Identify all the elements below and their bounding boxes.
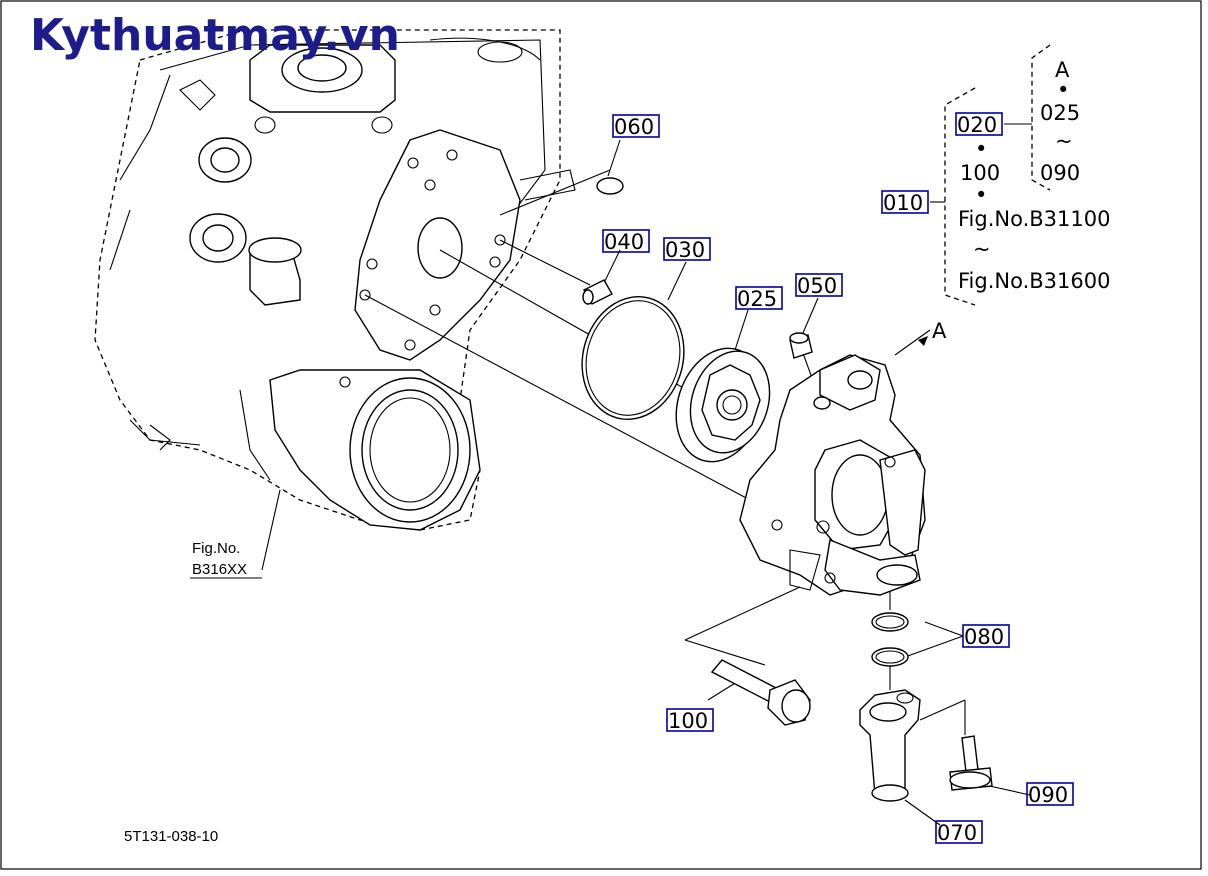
callout-box-060 [612,114,660,138]
callout-box-020 [955,112,1003,136]
callout-020[interactable]: 020 [957,113,997,137]
figure-ref-line2: B316XX [192,561,247,578]
legend-100: 100 [960,161,1000,185]
legend-top-a: A [1055,58,1070,82]
callout-050[interactable]: 050 [797,274,837,298]
callout-box-070 [935,820,983,844]
legend-tilde-2: ~ [973,237,991,261]
part-040-pin [582,279,613,305]
legend-090: 090 [1040,161,1080,185]
callout-025[interactable]: 025 [737,287,777,311]
figure-ref-line1: Fig.No. [192,540,240,557]
callout-090[interactable]: 090 [1028,783,1068,807]
legend-dot-1: • [1057,78,1069,102]
callout-box-010 [881,190,929,214]
callout-080[interactable]: 080 [964,625,1004,649]
callout-box-090 [1026,782,1074,806]
legend-fig-end: Fig.No.B31600 [958,269,1110,293]
callout-010[interactable]: 010 [883,191,923,215]
legend-025: 025 [1040,101,1080,125]
callout-box-040 [602,229,650,253]
part-025-rotor [675,347,771,463]
callout-box-080 [962,624,1010,648]
callout-100[interactable]: 100 [668,709,708,733]
part-010-pump-body [739,354,926,596]
legend-dot-2: • [975,137,987,161]
callout-box-030 [663,237,711,261]
watermark: Kythuatmay.vn [30,10,400,61]
legend-dot-3: • [975,183,987,207]
legend-brackets [930,44,1051,306]
part-070-pipe [859,689,921,802]
callout-040[interactable]: 040 [604,230,644,254]
part-030-o-ring [581,296,685,420]
part-090-bolt [949,735,993,791]
part-080-o-rings [871,612,909,667]
part-100-bolt [710,659,811,726]
callout-060[interactable]: 060 [614,115,654,139]
part-060-o-ring [596,177,624,195]
callout-070[interactable]: 070 [937,821,977,845]
callout-box-025 [735,286,783,310]
legend-tilde-1: ~ [1055,129,1073,153]
legend-fig-start: Fig.No.B31100 [958,207,1110,231]
view-arrow-head [918,336,928,346]
part-050-plug [789,332,813,359]
callout-030[interactable]: 030 [665,238,705,262]
callout-box-050 [795,273,843,297]
callout-box-100 [666,708,714,732]
view-marker-a: A [932,319,947,343]
gear-case-housing [94,29,576,531]
drawing-number: 5T131-038-10 [124,828,218,845]
